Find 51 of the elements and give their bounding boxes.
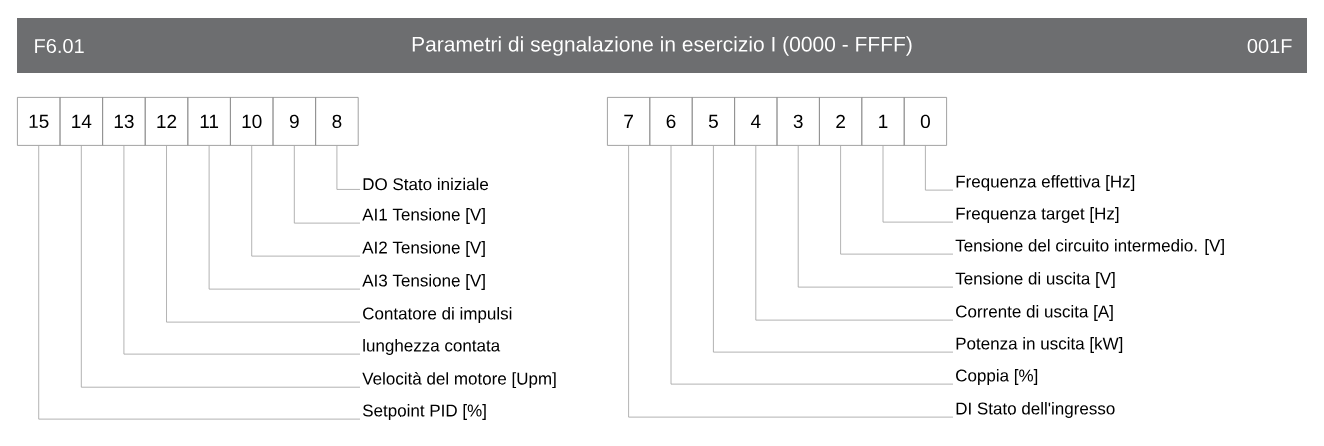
bit-label: Coppia [%] bbox=[956, 369, 1038, 385]
leader-line bbox=[251, 145, 361, 257]
bit-cell: 14 bbox=[59, 97, 104, 146]
bit-cell: 9 bbox=[272, 97, 316, 146]
bit-label: AI2 Tensione [V] bbox=[362, 241, 485, 257]
bit-label: lunghezza contata bbox=[363, 339, 501, 355]
leader-line bbox=[628, 145, 954, 418]
bit-label: Tensione di uscita [V] bbox=[955, 272, 1115, 288]
bit-cell: 15 bbox=[17, 97, 61, 146]
bit-label: Velocità del motore [Upm] bbox=[362, 371, 556, 388]
bit-cell: 11 bbox=[187, 97, 231, 146]
bit-label: AI1 Tensione [V] bbox=[362, 208, 485, 224]
bit-label: Setpoint PID [%] bbox=[363, 404, 486, 420]
bit-cell: 10 bbox=[230, 97, 274, 146]
bit-cell: 3 bbox=[776, 97, 820, 146]
bit-label: Frequenza effettiva [Hz] bbox=[956, 175, 1135, 191]
leader-line bbox=[123, 145, 361, 355]
bit-label: DO Stato iniziale bbox=[363, 177, 489, 191]
bit-cell: 7 bbox=[607, 97, 651, 146]
bit-label: DI Stato dell'ingresso bbox=[956, 402, 1115, 418]
bit-cell: 0 bbox=[903, 97, 947, 146]
leader-line bbox=[336, 145, 361, 190]
bit-cell: 6 bbox=[649, 97, 693, 146]
leader-line bbox=[80, 145, 361, 388]
leader-line bbox=[293, 145, 361, 224]
bit-label: Frequenza target [Hz] bbox=[956, 207, 1119, 223]
leader-line bbox=[882, 145, 954, 223]
bit-label: Tensione del circuito intermedio. [V] bbox=[955, 239, 1224, 255]
bit-cell: 12 bbox=[144, 97, 189, 146]
leader-line bbox=[670, 145, 954, 385]
bit-cell: 4 bbox=[734, 97, 778, 146]
bit-label: Potenza in uscita [kW] bbox=[956, 337, 1123, 353]
bit-label: Corrente di uscita [A] bbox=[956, 305, 1113, 321]
title: Parametri di segnalazione in esercizio I (0000 - FFFF) bbox=[412, 36, 912, 56]
bit-cell: 1 bbox=[861, 97, 905, 146]
bit-cell: 5 bbox=[691, 97, 735, 146]
bit-label: Contatore di impulsi bbox=[363, 307, 512, 323]
leader-line bbox=[713, 145, 954, 353]
leader-line bbox=[840, 145, 954, 255]
bit-label: AI3 Tensione [V] bbox=[362, 274, 485, 290]
leader-line bbox=[797, 145, 954, 288]
bit-cell: 2 bbox=[819, 97, 863, 146]
parameter-code: 001F bbox=[1247, 38, 1292, 54]
leader-line bbox=[38, 145, 361, 420]
leader-line bbox=[925, 145, 954, 191]
leader-line bbox=[208, 145, 361, 290]
bit-cell: 8 bbox=[315, 97, 359, 146]
leader-line bbox=[166, 145, 361, 323]
bit-cell: 13 bbox=[102, 97, 146, 146]
parameter-code: F6.01 bbox=[35, 38, 84, 54]
leader-line bbox=[755, 145, 954, 321]
